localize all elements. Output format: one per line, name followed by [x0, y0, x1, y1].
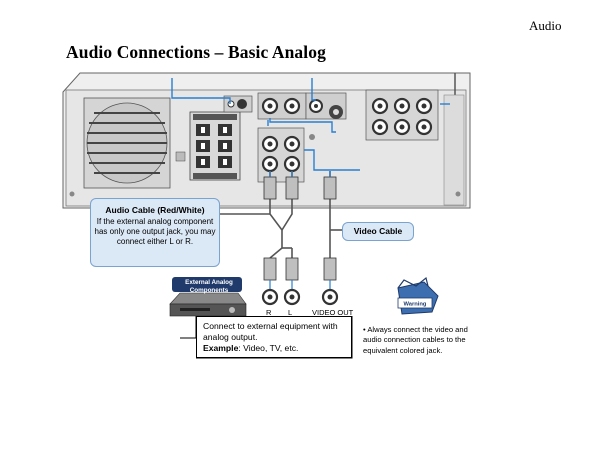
component-bracket — [180, 316, 197, 339]
aux-input-jacks — [257, 127, 305, 183]
jack-label-l: L — [288, 308, 293, 317]
audio-cable-note: If the external analog component has onl… — [94, 217, 216, 246]
warning-badge-text: Warning — [404, 302, 427, 308]
video-cable-label: Video Cable — [342, 222, 414, 241]
external-output-jacks — [261, 288, 339, 306]
example-label: Example — [203, 342, 239, 353]
warning-note: • Always connect the video and audio con… — [363, 325, 483, 356]
example-text: : Video, TV, etc. — [238, 342, 299, 353]
upper-plugs — [263, 171, 337, 200]
component-jacks — [365, 89, 439, 141]
note-text: Always connect the video and audio conne… — [363, 325, 468, 355]
jack-label-r: R — [266, 308, 272, 317]
page-title: Audio Connections – Basic Analog — [66, 42, 326, 62]
audio-cable-title: Audio Cable (Red/White) — [105, 205, 205, 215]
warning-icon: Warning — [397, 276, 439, 315]
lower-plugs — [263, 257, 337, 290]
speaker-terminals — [175, 111, 241, 181]
fan-grille — [83, 97, 171, 189]
external-component-label: External Analog Components — [185, 279, 233, 294]
connect-text: Connect to external equipment with analo… — [203, 321, 338, 342]
signal-lines — [171, 78, 450, 171]
receiver-back-panel — [62, 72, 471, 209]
audio-cable-callout: Audio Cable (Red/White) If the external … — [90, 198, 220, 267]
digital-input — [223, 95, 253, 113]
note-bullet: • — [363, 325, 368, 334]
connect-instructions: Connect to external equipment with analo… — [196, 316, 352, 358]
top-jacks — [257, 92, 347, 120]
jack-label-video-out: VIDEO OUT — [312, 308, 354, 317]
section-header: Audio — [529, 18, 562, 33]
external-device — [169, 277, 247, 317]
